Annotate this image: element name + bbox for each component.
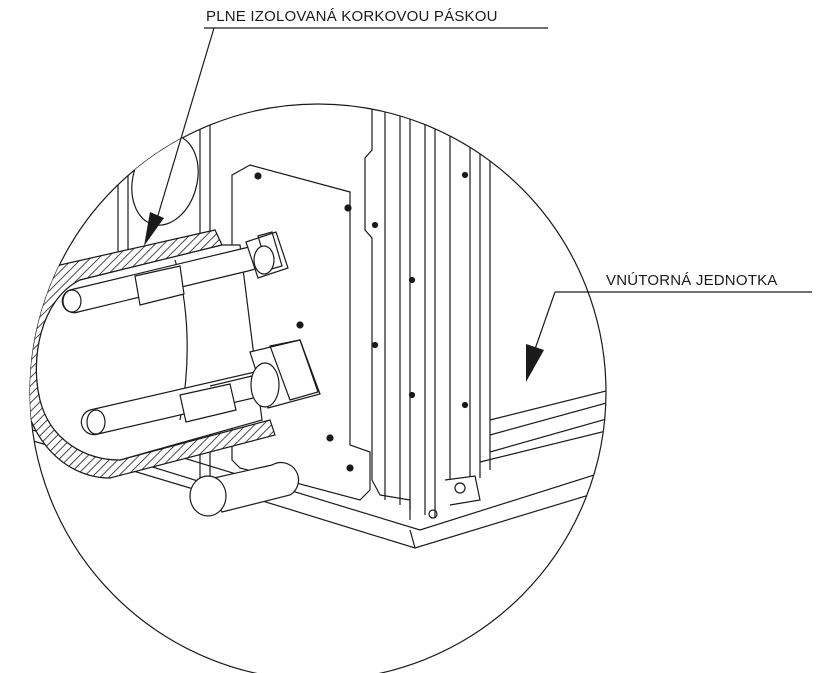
drain-pipe: [189, 461, 300, 517]
callout-indoor-unit-label: VNÚTORNÁ JEDNOTKA: [606, 272, 778, 289]
callout-insulation-label: PLNE IZOLOVANÁ KORKOVOU PÁSKOU: [206, 8, 498, 25]
upper-fitting: [245, 231, 289, 279]
leader-indoor-unit: [533, 291, 812, 353]
lower-fitting: [209, 339, 321, 409]
mounting-plate: [231, 164, 371, 501]
insulation-sleeve: [30, 229, 276, 479]
arrow-insulation: [144, 212, 164, 246]
arrow-indoor-unit: [526, 344, 544, 382]
leader-insulation: [155, 27, 548, 223]
indoor-unit-body: [362, 104, 606, 520]
